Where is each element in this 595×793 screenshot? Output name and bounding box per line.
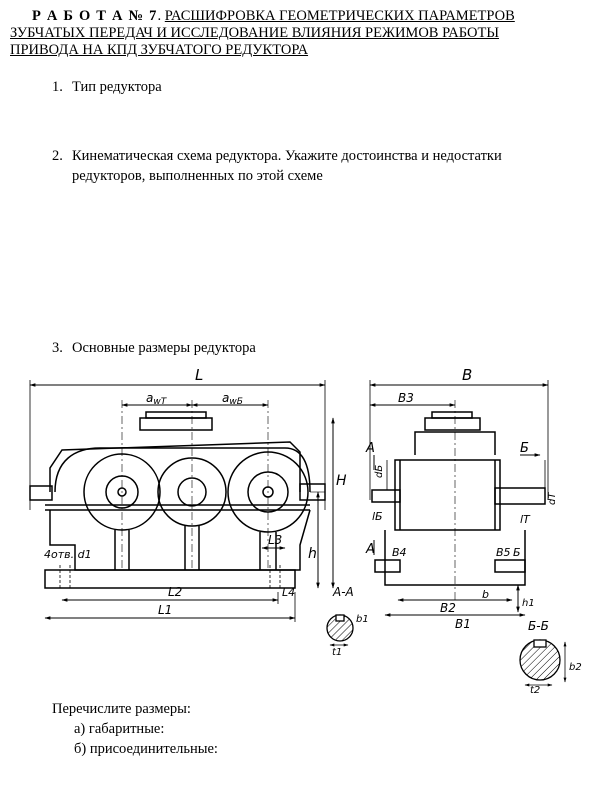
svg-text:Б: Б: [520, 441, 529, 456]
svg-text:L4: L4: [282, 586, 295, 599]
question-2-text: Кинематическая схема редуктора. Укажите …: [72, 148, 502, 164]
dimensions-overall: а) габаритные:: [74, 721, 165, 737]
svg-text:b2: b2: [569, 662, 582, 673]
svg-text:А-А: А-А: [332, 585, 354, 599]
work-title: Р а б о т а № 7. РАСШИФРОВКА ГЕОМЕТРИЧЕС…: [10, 8, 515, 58]
question-3-text: Основные размеры редуктора: [72, 340, 256, 356]
dimensions-heading: Перечислите размеры:: [52, 701, 191, 717]
svg-text:b: b: [482, 588, 489, 601]
label-awb: awБ: [222, 391, 243, 407]
gearbox-drawing: L awT awБ H h 4отв. d1 L3 L2 L1 L4: [29, 366, 582, 695]
title-line-1: РАСШИФРОВКА ГЕОМЕТРИЧЕСКИХ ПАРАМЕТРОВ: [164, 8, 515, 24]
work-number: Р а б о т а № 7: [32, 8, 158, 24]
side-view: [369, 380, 549, 617]
label-awt: awT: [146, 391, 168, 407]
svg-text:b1: b1: [356, 614, 369, 625]
section-b-b: [519, 639, 567, 687]
svg-text:L: L: [195, 366, 203, 384]
svg-text:t2: t2: [530, 685, 540, 695]
svg-text:B: B: [462, 366, 472, 384]
svg-text:Б: Б: [513, 546, 521, 559]
title-line-3: ПРИВОДА НА КПД ЗУБЧАТОГО РЕДУКТОРА: [10, 42, 309, 58]
dimensions-list: Перечислите размеры: а) габаритные: б) п…: [52, 699, 218, 759]
svg-text:t1: t1: [332, 647, 342, 658]
svg-text:H: H: [336, 473, 347, 489]
side-view-labels: B B3 A A Б dБ dT lБ lT B4 B5 Б B2 b B1 h…: [365, 366, 558, 631]
front-view-labels: L awT awБ H h 4отв. d1 L3 L2 L1 L4: [44, 366, 347, 617]
svg-text:L1: L1: [158, 603, 172, 617]
svg-text:B1: B1: [455, 617, 471, 631]
svg-text:L2: L2: [168, 585, 182, 599]
title-line-2: ЗУБЧАТЫХ ПЕРЕДАЧ И ИССЛЕДОВАНИЕ ВЛИЯНИЯ …: [10, 25, 499, 41]
svg-text:B3: B3: [398, 391, 414, 405]
svg-text:L3: L3: [268, 533, 282, 547]
svg-text:B5: B5: [496, 546, 511, 559]
svg-text:h1: h1: [522, 598, 535, 609]
front-view: [29, 380, 335, 622]
question-1-text: Тип редуктора: [72, 79, 162, 95]
svg-text:B2: B2: [440, 601, 456, 615]
svg-text:lБ: lБ: [372, 510, 383, 523]
question-2-continuation: редукторов, выполненных по этой схеме: [72, 168, 323, 184]
svg-text:lT: lT: [520, 513, 531, 526]
svg-text:dT: dT: [547, 492, 558, 505]
svg-text:Б-Б: Б-Б: [528, 619, 549, 633]
svg-text:h: h: [308, 546, 317, 562]
svg-text:A: A: [365, 441, 375, 456]
svg-text:B4: B4: [392, 546, 407, 559]
question-3: 3.Основные размеры редуктора: [52, 340, 256, 356]
svg-text:dБ: dБ: [374, 465, 385, 478]
section-a-a: [326, 614, 354, 647]
dimensions-connecting: б) присоединительные:: [74, 741, 218, 757]
question-2: 2.Кинематическая схема редуктора. Укажит…: [52, 146, 582, 186]
question-1: 1.Тип редуктора: [52, 79, 162, 95]
svg-text:4отв. d1: 4отв. d1: [44, 548, 92, 561]
svg-text:A: A: [365, 542, 375, 557]
